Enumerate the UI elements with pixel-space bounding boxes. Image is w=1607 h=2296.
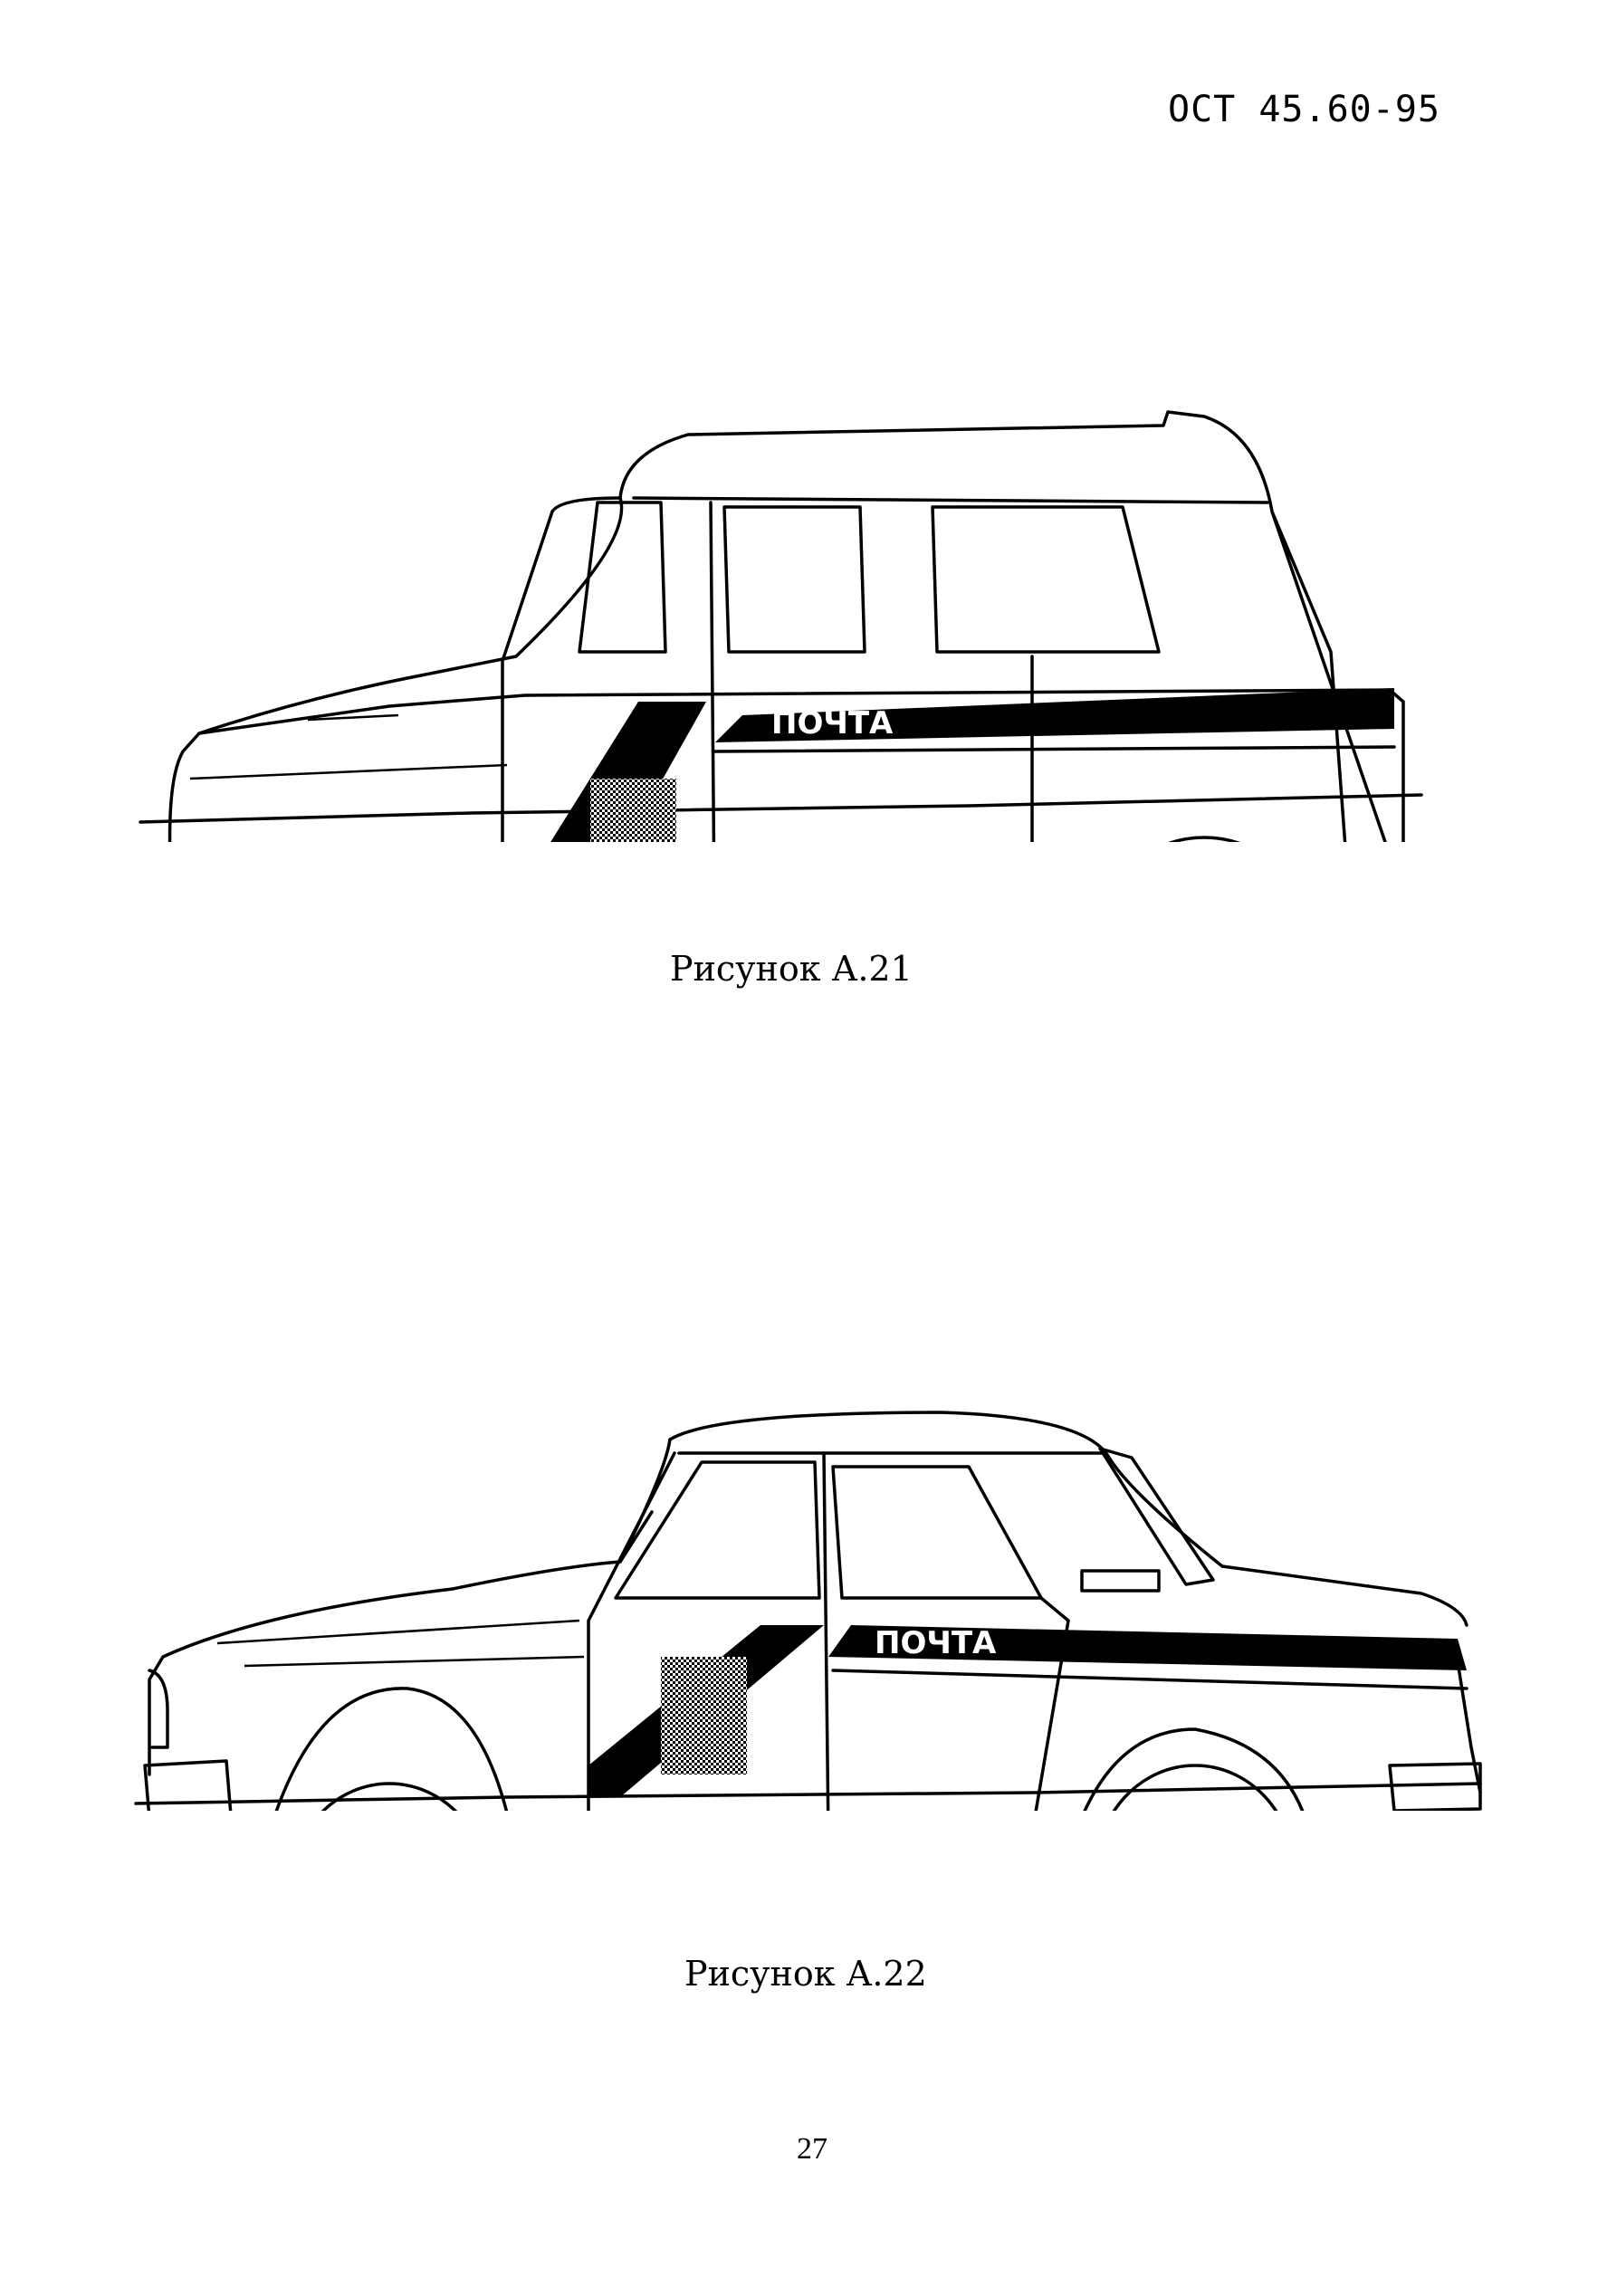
figure-a22-emblem	[661, 1657, 747, 1775]
figure-a21-caption: Рисунок А.21	[670, 949, 913, 989]
figure-a21-station-wagon-drawing: ПОЧТА	[139, 410, 1423, 842]
document-code: ОСТ 45.60-95	[1168, 89, 1440, 130]
figure-a21-stripe-label: ПОЧТА	[771, 705, 894, 741]
figure-a21-emblem	[590, 779, 676, 842]
page-number: 27	[797, 2132, 827, 2166]
figure-a22-sedan-drawing: ПОЧТА	[134, 1411, 1482, 1811]
figure-a22-caption: Рисунок А.22	[684, 1954, 927, 1994]
figure-a22-stripe-label: ПОЧТА	[875, 1625, 997, 1661]
